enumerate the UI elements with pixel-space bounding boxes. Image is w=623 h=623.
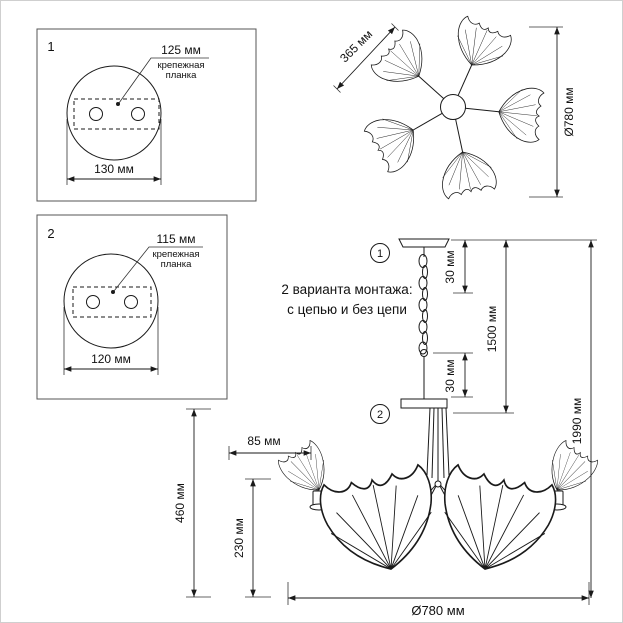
screw-hole-right-2 — [124, 295, 138, 309]
top-diameter-label: Ø780 мм — [562, 87, 576, 136]
chandelier-top-view: 365 мм Ø780 мм — [333, 14, 576, 200]
total-height-label: 1990 мм — [570, 398, 584, 445]
center-finial — [434, 480, 442, 488]
dim-30mm-bottom: 30 мм — [433, 352, 473, 398]
screw-hole-left-2 — [86, 295, 100, 309]
hole-pitch-label-2: 115 мм — [157, 232, 196, 246]
shade-offset-label: 85 мм — [247, 434, 280, 448]
marker-with-chain: 1 — [370, 243, 390, 263]
panel-2-frame — [36, 214, 228, 400]
dim-460mm: 460 мм — [173, 408, 211, 598]
panel-mounting-option-1: 1 125 мм крепежная планка 130 мм — [36, 28, 257, 202]
bottom-diameter-label: Ø780 мм — [411, 603, 464, 618]
marker-2-circle — [370, 404, 390, 424]
dim-1990mm: 1990 мм — [570, 239, 594, 599]
mounting-note-line2: с цепью и без цепи — [287, 302, 407, 317]
top-view-leaf-5 — [368, 26, 438, 97]
chain-end-ring — [420, 349, 428, 357]
ceiling-base-circle-1 — [66, 65, 162, 161]
top-view-leaf-4 — [362, 106, 428, 176]
screw-hole-left-1 — [89, 107, 103, 121]
base-width-label-2: 120 мм — [91, 352, 131, 366]
screw-hole-right-1 — [131, 107, 145, 121]
leader-line-1 — [118, 57, 209, 104]
max-height-label: 1500 мм — [485, 306, 499, 353]
mounting-plate-1 — [73, 98, 160, 130]
marker-1-number: 1 — [377, 248, 383, 260]
leader-line-2 — [113, 246, 203, 292]
top-view-leaf-3 — [435, 145, 499, 200]
top-view-leaf-2 — [495, 84, 545, 144]
base-width-label-1: 130 мм — [94, 162, 134, 176]
dim-780mm-bottom: Ø780 мм — [287, 582, 590, 618]
hanging-rods — [426, 407, 450, 481]
top-view-leaf-1 — [446, 14, 515, 77]
plate-label-1-line1: крепежная — [157, 60, 204, 71]
canopy-height-label: 30 мм — [443, 250, 457, 283]
shade-height-label: 230 мм — [232, 518, 246, 558]
body-height-label: 460 мм — [173, 483, 187, 523]
lower-canopy — [400, 398, 448, 409]
panel-mounting-option-2: 2 115 мм крепежная планка 120 мм — [36, 214, 228, 400]
top-view-hub — [440, 94, 466, 120]
marker-1-circle — [370, 243, 390, 263]
dim-1500mm: 1500 мм — [453, 239, 514, 414]
dim-30mm-top: 30 мм — [443, 239, 597, 294]
panel-1-number: 1 — [47, 39, 54, 54]
dim-120mm: 120 мм — [63, 307, 159, 375]
mounting-plate-2 — [72, 286, 152, 318]
shade-width-label: 365 мм — [337, 27, 375, 65]
marker-2-number: 2 — [377, 409, 383, 421]
panel-2-number: 2 — [47, 226, 54, 241]
ceiling-canopy — [398, 238, 450, 248]
hole-pitch-label-1: 125 мм — [161, 43, 201, 57]
dim-780mm-top: Ø780 мм — [529, 26, 576, 198]
lower-canopy-height-label: 30 мм — [443, 359, 457, 392]
marker-without-chain: 2 — [370, 404, 390, 424]
plate-label-2-line1: крепежная — [152, 249, 199, 260]
ceiling-base-circle-2 — [63, 253, 159, 349]
big-leaf-left — [315, 462, 447, 582]
dim-230mm: 230 мм — [232, 478, 271, 598]
plate-label-2-line2: планка — [161, 259, 193, 270]
mounting-note-line1: 2 варианта монтажа: — [281, 282, 412, 297]
big-leaf-right — [429, 462, 561, 582]
panel-1-frame — [36, 28, 257, 202]
dim-85mm: 85 мм — [228, 434, 312, 460]
plate-label-1-line2: планка — [166, 70, 198, 81]
suspension-chain — [418, 254, 428, 355]
chandelier-side-view: 1 2 2 варианта монтажа: с цепью и без це… — [275, 238, 601, 582]
dim-130mm: 130 мм — [66, 119, 162, 185]
